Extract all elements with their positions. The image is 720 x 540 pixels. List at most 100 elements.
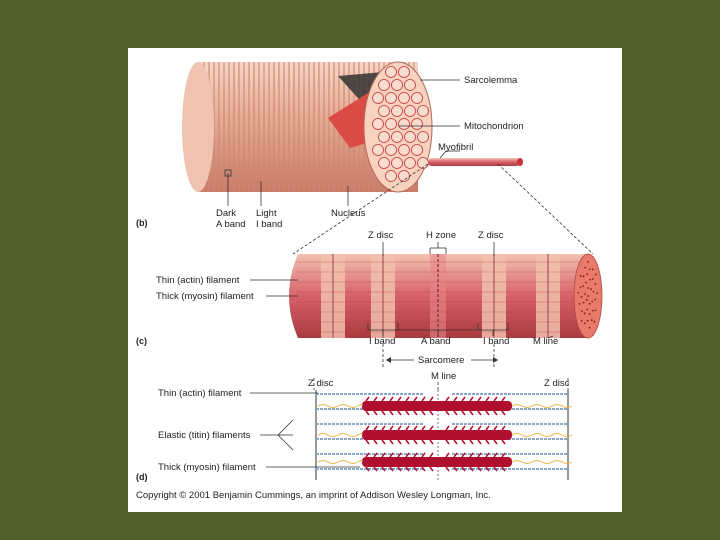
titin-filament: [317, 433, 363, 437]
filament-end-dot: [591, 300, 594, 303]
myofibril-cross-section: [385, 118, 397, 130]
label-i-band-b: I band: [256, 219, 282, 230]
myosin-head: [477, 396, 482, 402]
myofibril-cross-section: [372, 118, 384, 130]
label-m-line-d: M line: [431, 371, 456, 382]
panel-d-tag: (d): [136, 472, 148, 482]
myosin-head: [405, 452, 410, 458]
sarcomere-filaments: [316, 393, 573, 472]
myofibril-illustration: [289, 253, 603, 339]
myosin-head: [397, 425, 402, 431]
myosin-head: [493, 466, 498, 472]
label-i-band-left-c: I band: [369, 336, 395, 347]
label-elastic-filaments: Elastic (titin) filaments: [158, 430, 251, 441]
filament-end-dot: [585, 298, 588, 301]
myofibril-end: [517, 158, 523, 166]
panel-b-callouts: Sarcolemma Mitochondrion Myofibril Dark …: [136, 75, 594, 255]
myosin-head: [477, 452, 482, 458]
myosin-head: [453, 439, 458, 445]
filament-end-dot: [579, 275, 582, 277]
filament-end-dot: [596, 292, 599, 295]
filament-end-dot: [589, 278, 592, 281]
myosin-head: [413, 466, 418, 472]
myofibril-cross-section: [378, 105, 390, 117]
myosin-head: [381, 466, 386, 472]
myosin-head: [477, 425, 482, 431]
filament-end-dot: [584, 266, 587, 269]
filament-end-dot: [579, 286, 582, 289]
label-z-disc-left-c: Z disc: [368, 230, 394, 241]
myosin-head: [373, 452, 378, 458]
myofibril-cross-section: [404, 105, 416, 117]
filament-end-dot: [578, 303, 581, 305]
myosin-head: [405, 425, 410, 431]
myosin-head: [453, 452, 458, 458]
myofibril-cross-section: [411, 92, 423, 104]
myosin-head: [421, 396, 426, 402]
myosin-head: [429, 466, 434, 472]
myosin-head: [389, 466, 394, 472]
label-a-band-b: A band: [216, 219, 246, 230]
myosin-head: [365, 425, 370, 431]
myosin-head: [501, 396, 506, 402]
myosin-head: [469, 425, 474, 431]
myofibril-cross-section: [372, 144, 384, 156]
filament-end-dot: [591, 278, 594, 280]
filament-end-dot: [594, 298, 597, 301]
panel-c-callouts: Z disc H zone Z disc Thin (actin) filame…: [136, 230, 558, 368]
myosin-head: [453, 396, 458, 402]
myofibril-cross-section: [398, 118, 410, 130]
titin-filament: [317, 460, 363, 464]
myosin-head: [421, 439, 426, 445]
filament-end-dot: [582, 301, 585, 304]
label-myofibril: Myofibril: [438, 142, 473, 153]
label-a-band-c: A band: [421, 336, 451, 347]
myofibril-cross-section: [385, 92, 397, 104]
filament-end-dot: [593, 320, 596, 323]
filament-end-dot: [586, 308, 588, 311]
myosin-head: [381, 439, 386, 445]
label-sarcomere: Sarcomere: [418, 355, 464, 366]
myosin-head: [381, 410, 386, 416]
filament-end-dot: [583, 312, 586, 315]
myosin-head: [429, 439, 434, 445]
myosin-head: [413, 410, 418, 416]
myosin-head: [485, 410, 490, 416]
myosin-head: [373, 439, 378, 445]
myosin-head: [453, 425, 458, 431]
myofibril-cross-section: [404, 157, 416, 169]
filament-end-dot: [590, 319, 593, 322]
myosin-head: [421, 410, 426, 416]
myosin-head: [493, 410, 498, 416]
myofibril-cross-section: [385, 170, 397, 182]
myosin-filament: [362, 430, 512, 440]
myosin-head: [453, 466, 458, 472]
myosin-head: [397, 452, 402, 458]
filament-end-dot: [591, 268, 594, 271]
label-z-disc-right-d: Z disc: [544, 378, 570, 389]
myosin-head: [461, 439, 466, 445]
filament-end-dot: [587, 260, 589, 263]
myosin-head: [397, 410, 402, 416]
myofibril-cross-section: [385, 144, 397, 156]
filament-end-dot: [585, 281, 587, 284]
label-z-disc-left-d: Z disc: [308, 378, 334, 389]
myosin-head: [469, 396, 474, 402]
label-dark: Dark: [216, 208, 236, 219]
myofibril-cross-section: [404, 79, 416, 91]
myosin-head: [365, 439, 370, 445]
titin-filament: [317, 404, 363, 408]
myosin-filament: [362, 401, 512, 411]
myosin-head: [477, 410, 482, 416]
myosin-head: [389, 439, 394, 445]
myosin-head: [429, 452, 434, 458]
myofibril-extended: [428, 158, 520, 166]
myofibril-cross-section: [378, 79, 390, 91]
myosin-head: [485, 439, 490, 445]
myosin-head: [413, 439, 418, 445]
myosin-head: [413, 452, 418, 458]
label-nucleus: Nucleus: [331, 208, 366, 219]
filament-end-dot: [588, 268, 591, 271]
myosin-head: [373, 466, 378, 472]
myofibril-end-dots: [577, 260, 599, 329]
